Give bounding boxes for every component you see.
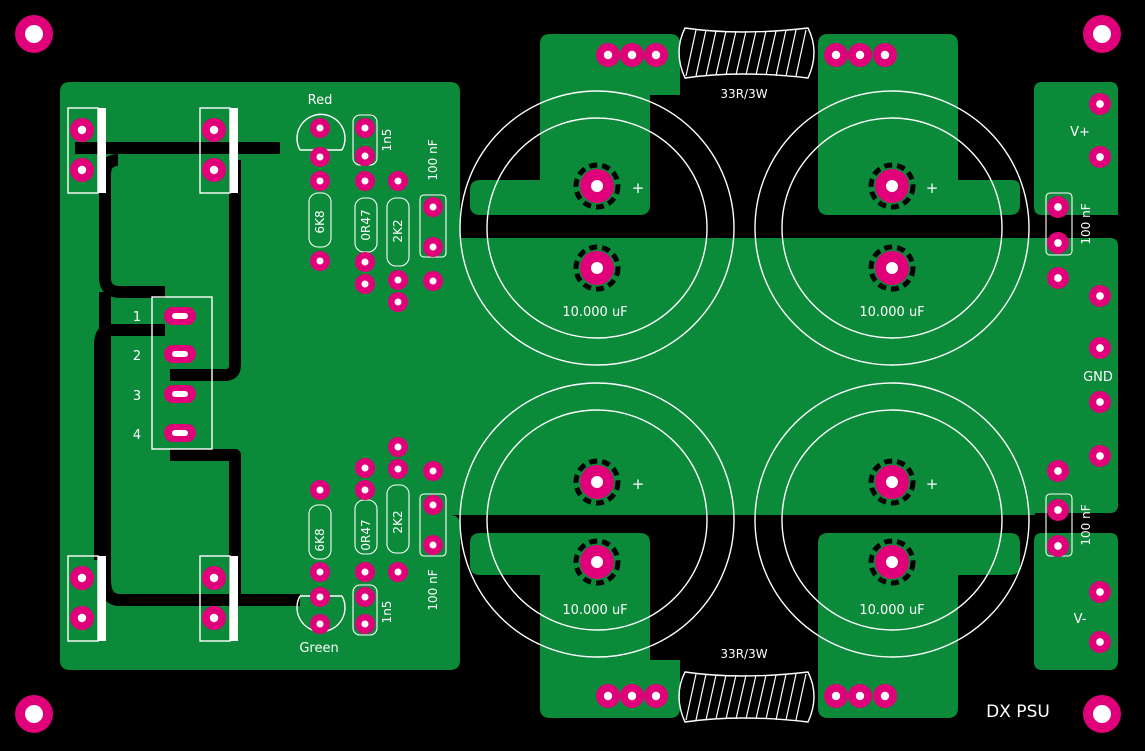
r2k2-bottom-label: 2K2 xyxy=(391,510,405,533)
cap-top-right-outline xyxy=(754,90,1030,366)
copper-top-right-block xyxy=(818,34,1020,215)
bridge-pin1-label: 1 xyxy=(133,310,141,325)
res-top-label: 33R/3W xyxy=(720,87,767,101)
cap-tl-value: 10.000 uF xyxy=(562,305,627,320)
led-green-label: Green xyxy=(299,641,338,656)
c100nf-bl-label: 100 nF xyxy=(426,569,440,610)
led-red-label: Red xyxy=(308,93,333,108)
r0r47-top-outline xyxy=(354,197,378,253)
c100nf-br-label: 100 nF xyxy=(1079,504,1093,545)
text-labels: Red Green 33R/3W 33R/3W 6K8 0R47 2K2 6K8… xyxy=(133,87,1113,722)
r6k8-bottom-label: 6K8 xyxy=(313,528,327,551)
r0r47-top-label: 0R47 xyxy=(359,209,373,240)
c1n5-top-label: 1n5 xyxy=(380,129,394,152)
bridge-pin4-label: 4 xyxy=(133,428,141,443)
power-resistor-top-outline xyxy=(678,27,815,79)
cap-br-value: 10.000 uF xyxy=(859,603,924,618)
vplus-label: V+ xyxy=(1070,125,1090,140)
cap-bottom-right-outline xyxy=(754,382,1030,658)
copper-bottom-right-block xyxy=(818,533,1020,718)
bridge-pin2-label: 2 xyxy=(133,349,141,364)
copper-left-region xyxy=(60,82,460,670)
cap-bl-plus: + xyxy=(632,475,645,493)
r2k2-bottom-outline xyxy=(386,484,410,554)
copper-layer xyxy=(60,34,1118,718)
bridge-pin3-label: 3 xyxy=(133,389,141,404)
copper-vplus-island xyxy=(1034,82,1118,215)
c100nf-tr-outline xyxy=(1045,192,1073,256)
cap-tl-plus: + xyxy=(632,179,645,197)
cap-top-left-outline xyxy=(459,90,735,366)
res-bottom-label: 33R/3W xyxy=(720,647,767,661)
c100nf-tr-label: 100 nF xyxy=(1079,203,1093,244)
led-red-outline xyxy=(296,113,346,151)
r0r47-bottom-label: 0R47 xyxy=(359,519,373,550)
r0r47-bottom-outline xyxy=(354,499,378,555)
gnd-label: GND xyxy=(1083,370,1113,385)
c100nf-tl-label: 100 nF xyxy=(426,139,440,180)
c1n5-bottom-outline xyxy=(352,584,378,636)
r6k8-bottom-outline xyxy=(308,504,332,560)
bridge-rectifier-outline xyxy=(151,296,213,450)
r2k2-top-outline xyxy=(386,197,410,267)
board-title: DX PSU xyxy=(986,702,1050,722)
c1n5-bottom-label: 1n5 xyxy=(380,601,394,624)
pads-layer xyxy=(15,15,1121,733)
r2k2-top-label: 2K2 xyxy=(391,219,405,242)
cap-tr-plus: + xyxy=(926,179,939,197)
cap-br-plus: + xyxy=(926,475,939,493)
c100nf-bl-outline xyxy=(419,493,447,557)
vminus-label: V- xyxy=(1074,612,1087,627)
power-resistor-bottom-outline xyxy=(678,671,815,723)
silkscreen xyxy=(67,27,1073,723)
r6k8-top-outline xyxy=(308,192,332,248)
cap-tr-value: 10.000 uF xyxy=(859,305,924,320)
copper-right-strip xyxy=(1035,238,1118,513)
cap-bl-value: 10.000 uF xyxy=(562,603,627,618)
r6k8-top-label: 6K8 xyxy=(313,210,327,233)
cap-bottom-left-outline xyxy=(459,382,735,658)
copper-bottom-left-block xyxy=(470,533,680,718)
